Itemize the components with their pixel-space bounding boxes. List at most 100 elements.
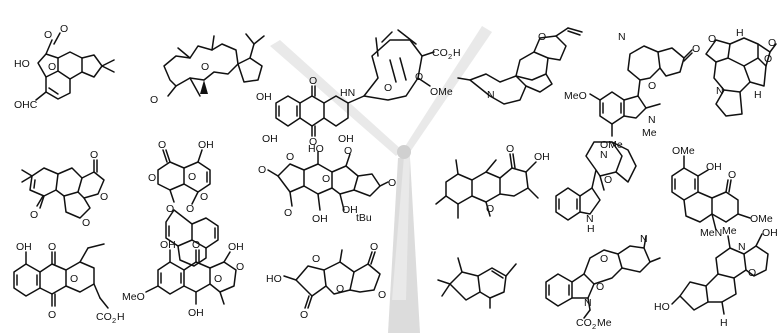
atom-label: O <box>604 174 612 186</box>
molecule-10: O OH O <box>435 143 550 219</box>
atom-label: O <box>648 80 656 92</box>
atom-label: O <box>486 203 494 215</box>
atom-label: O <box>186 203 194 215</box>
atom-label: H <box>453 47 461 59</box>
atom-label: H <box>117 311 125 323</box>
atom-label: O <box>506 143 514 155</box>
atom-label: 2 <box>448 52 452 61</box>
atom-label: 2 <box>592 322 596 331</box>
atom-label: O <box>322 173 330 185</box>
molecule-13: OH O O O CO 2 H <box>13 241 125 325</box>
molecule-18: Me N OH O HO H <box>654 225 778 329</box>
atom-label: OH <box>342 204 358 216</box>
atom-label: O <box>286 151 294 163</box>
atom-label: O <box>48 61 56 73</box>
molecule-8: O OH O O O O O <box>148 139 219 267</box>
atom-label: O <box>201 61 209 73</box>
atom-label: O <box>538 31 546 43</box>
atom-label: O <box>158 139 166 151</box>
atom-label: O <box>150 94 158 106</box>
atom-label: tBu <box>356 212 372 224</box>
atom-label: N <box>648 114 656 126</box>
molecule-4: O N <box>457 27 583 105</box>
atom-label: N <box>487 89 495 101</box>
molecule-16 <box>437 257 517 309</box>
molecule-3: OH O HN O CO 2 H O OMe OH O OH <box>256 29 461 148</box>
atom-label: O <box>48 241 56 253</box>
atom-label: N <box>618 31 626 43</box>
atom-label: MeO <box>122 291 145 303</box>
molecule-15: HO O O O O O <box>266 241 386 321</box>
atom-label: O <box>312 253 320 265</box>
atom-label: O <box>415 71 423 83</box>
atom-label: OHC <box>14 99 38 111</box>
atom-label: O <box>370 241 378 253</box>
molecule-5: N O O N MeO OMe Me <box>564 31 700 151</box>
atom-label: N <box>738 241 746 253</box>
atom-label: N <box>600 149 608 161</box>
atom-label: N <box>584 297 592 309</box>
atom-label: H <box>720 317 728 329</box>
molecule-1: HO O O O OHC <box>14 23 115 111</box>
atom-label: HO <box>308 143 324 155</box>
atom-label: O <box>692 43 700 55</box>
atom-label: OH <box>256 91 272 103</box>
atom-label: O <box>748 267 756 279</box>
atom-label: CO <box>576 317 592 329</box>
atom-label: O <box>764 53 772 65</box>
atom-label: O <box>44 29 52 41</box>
atom-label: O <box>600 253 608 265</box>
atom-label: CO <box>432 47 448 59</box>
atom-label: OH <box>228 241 244 253</box>
atom-label: O <box>236 261 244 273</box>
atom-label: O <box>344 145 352 157</box>
atom-label: O <box>384 82 392 94</box>
atom-label: OH <box>16 241 32 253</box>
atom-label: O <box>48 309 56 321</box>
atom-label: O <box>214 273 222 285</box>
atom-label: O <box>148 172 156 184</box>
molecule-7: O O O O <box>21 149 108 229</box>
atom-label: O <box>70 273 78 285</box>
atom-label: N <box>716 85 724 97</box>
atom-label: O <box>82 217 90 229</box>
molecule-17: N O O N CO 2 Me <box>545 233 661 331</box>
atom-label: O <box>100 191 108 203</box>
atom-label: HO <box>266 273 282 285</box>
atom-label: O <box>30 209 38 221</box>
molecule-2: O O <box>150 33 265 106</box>
atom-label: O <box>166 203 174 215</box>
atom-label: OH <box>312 213 328 225</box>
atom-label: OMe <box>430 86 453 98</box>
atom-label: HN <box>340 87 355 99</box>
atom-label: OMe <box>672 145 695 157</box>
atom-label: Me <box>722 225 737 237</box>
atom-label: OH <box>262 133 278 145</box>
atom-label: O <box>309 136 317 148</box>
atom-label: O <box>192 239 200 251</box>
molecule-9: O HO O O O O OH OH O tBu <box>258 143 396 225</box>
atom-label: MeN <box>700 227 722 239</box>
atom-label: OH <box>706 161 722 173</box>
atom-label: O <box>378 289 386 301</box>
atom-label: O <box>284 207 292 219</box>
atom-label: O <box>90 149 98 161</box>
atom-label: OH <box>338 133 354 145</box>
atom-label: O <box>596 281 604 293</box>
atom-label: O <box>708 33 716 45</box>
atom-label: MeO <box>564 90 587 102</box>
atom-label: O <box>258 164 266 176</box>
wind-turbine-icon <box>270 26 492 333</box>
atom-label: OH <box>198 139 214 151</box>
atom-label: OH <box>160 239 176 251</box>
atom-label: O <box>336 283 344 295</box>
atom-label: OH <box>188 307 204 319</box>
atom-label: O <box>309 75 317 87</box>
atom-label: N <box>586 213 594 225</box>
atom-label: Me <box>642 127 657 139</box>
atom-label: H <box>754 89 762 101</box>
atom-label: 2 <box>112 316 116 325</box>
atom-label: Me <box>597 317 612 329</box>
